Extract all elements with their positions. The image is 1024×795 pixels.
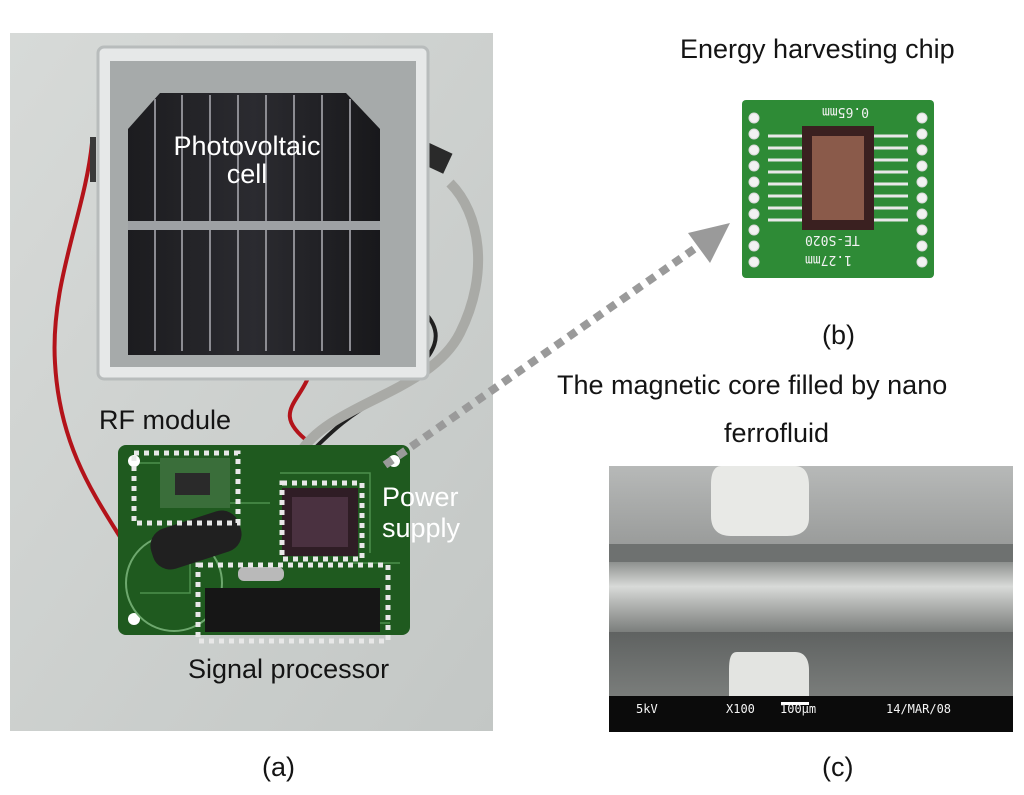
pcb-board (118, 445, 410, 635)
chip-die-core (812, 136, 864, 220)
power-supply-outline (279, 480, 365, 562)
sem-info-bar (609, 696, 1013, 732)
core-title-line2: ferrofluid (724, 418, 830, 448)
rf-module-label: RF module (99, 405, 232, 435)
sem-core-rod (609, 562, 1013, 632)
caption-b: (b) (822, 320, 855, 350)
chip-pins-left (748, 112, 760, 268)
sem-scale-label: 100µm (780, 702, 817, 716)
sem-upper-coil (711, 466, 809, 536)
rf-module-outline (131, 450, 241, 526)
caption-c: (c) (822, 752, 854, 782)
red-wire-short (287, 372, 312, 445)
wire-tip (90, 137, 96, 182)
pointer-arrow (382, 223, 730, 469)
chip-traces (768, 134, 908, 222)
power-supply-label: Power supply (382, 482, 460, 544)
chip-title: Energy harvesting chip (680, 34, 955, 64)
sem-upper-edge (609, 544, 1013, 562)
sem-date: 14/MAR/08 (886, 702, 952, 716)
sem-upper-region (609, 466, 1013, 544)
dotted-outlines (131, 450, 391, 644)
photovoltaic-label-line2: cell (226, 159, 268, 189)
sem-micrograph (609, 466, 1013, 732)
panel-a-photo (10, 33, 493, 731)
chip-pins-right (916, 112, 928, 268)
prototype-photo (10, 33, 493, 731)
power-supply-line1: Power (382, 482, 459, 512)
photovoltaic-label-line1: Photovoltaic (173, 131, 321, 161)
arrow-shaft (382, 241, 703, 469)
sem-scale-bar (781, 702, 809, 705)
panel-c-sem-image (609, 466, 1013, 732)
sem-lower-region (609, 632, 1013, 696)
core-title-line1: The magnetic core filled by nano (557, 370, 948, 400)
chip-board (742, 100, 934, 278)
chip-text-top: 0.65mm (822, 104, 869, 119)
panel-b-photo (738, 96, 938, 282)
sem-lower-coil (729, 652, 809, 696)
arrow-head (688, 223, 730, 263)
cell-busbar (128, 221, 380, 230)
power-supply-line2: supply (382, 513, 461, 543)
caption-a: (a) (262, 752, 295, 782)
signal-processor-outline (195, 562, 391, 644)
chip-text-pitch: 1.27mm (805, 252, 852, 267)
photovoltaic-label: Photovoltaic cell (142, 132, 352, 188)
sem-magnification: X100 (726, 702, 755, 716)
chip-text-model: TE-S020 (805, 232, 860, 247)
sem-kv: 5kV (636, 702, 658, 716)
signal-processor-label: Signal processor (188, 654, 390, 684)
